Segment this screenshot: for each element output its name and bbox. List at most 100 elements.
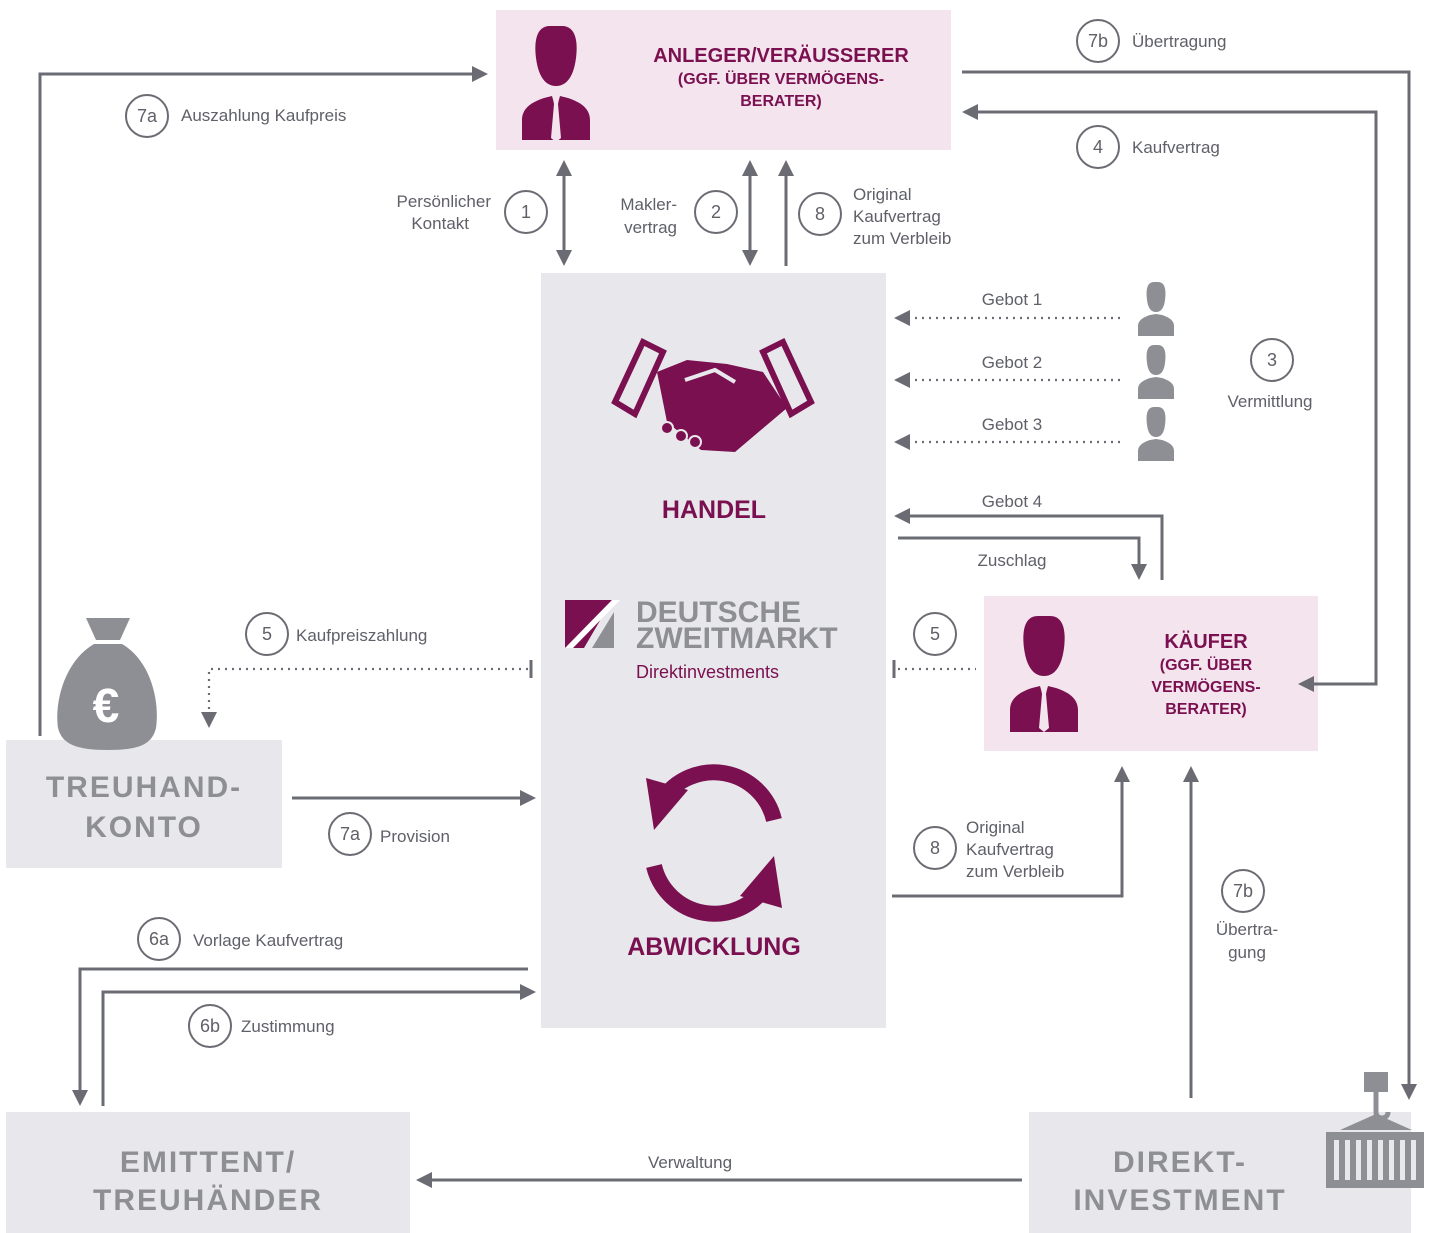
badge-3-text: 3 — [1267, 350, 1277, 370]
label-1-line2: Kontakt — [411, 214, 469, 233]
deutsche-zweitmarkt-logo: DEUTSCHE ZWEITMARKT Direktinvestments — [565, 596, 838, 682]
label-7b-bottom-line1: Übertra- — [1216, 920, 1278, 939]
badge-7b-top-text: 7b — [1088, 31, 1108, 51]
badge-7b-top — [1076, 19, 1120, 63]
label-1-line1: Persönlicher — [397, 192, 492, 211]
label-8-bottom-line3: zum Verbleib — [966, 862, 1064, 881]
bidder-2-icon — [1138, 345, 1174, 399]
emittent-line1: EMITTENT/ — [120, 1146, 296, 1179]
badge-8-bottom — [913, 826, 957, 870]
emittent-line2: TREUHÄNDER — [93, 1184, 323, 1217]
label-2-line1: Makler- — [620, 195, 677, 214]
direkt-line2: INVESTMENT — [1073, 1184, 1286, 1217]
treuhand-box — [6, 740, 282, 868]
arrow-gebot-3 — [894, 434, 1124, 450]
seller-title-line2: (GGF. ÜBER VERMÖGENS- — [678, 69, 884, 88]
badge-8-bottom-text: 8 — [930, 838, 940, 858]
arrow-verwaltung — [416, 1172, 1022, 1188]
logo-line3: Direktinvestments — [636, 662, 779, 682]
label-7b-top: Übertragung — [1132, 32, 1227, 51]
arrow-8-original-top — [778, 160, 794, 266]
label-8-top-line1: Original — [853, 185, 912, 204]
buyer-title-line1: KÄUFER — [1164, 630, 1248, 653]
direkt-title: DIREKT- INVESTMENT — [1073, 1146, 1286, 1217]
logo-line2: ZWEITMARKT — [636, 622, 838, 655]
emittent-title: EMITTENT/ TREUHÄNDER — [93, 1146, 323, 1217]
badge-7a-bottom — [328, 812, 372, 856]
arrow-5-right — [892, 660, 976, 678]
buyer-title-line3: VERMÖGENS- — [1151, 677, 1260, 696]
handel-label: HANDEL — [662, 496, 766, 524]
label-5-left: Kaufpreiszahlung — [296, 626, 427, 645]
treuhand-line2: KONTO — [85, 811, 203, 844]
arrow-1-kontakt — [556, 160, 572, 266]
arrow-2-maklervertrag — [742, 160, 758, 266]
badge-7b-bottom-text: 7b — [1233, 881, 1253, 901]
badge-8-top-text: 8 — [815, 204, 825, 224]
label-gebot-2: Gebot 2 — [982, 353, 1043, 372]
buyer-title-line2: (GGF. ÜBER — [1160, 655, 1253, 674]
label-verwaltung: Verwaltung — [648, 1153, 732, 1172]
label-8-top-line2: Kaufvertrag — [853, 207, 941, 226]
buyer-title: KÄUFER (GGF. ÜBER VERMÖGENS- BERATER) — [1151, 630, 1260, 718]
logo-line1: DEUTSCHE — [636, 596, 801, 629]
arrow-gebot-1 — [894, 310, 1124, 326]
label-6b: Zustimmung — [241, 1017, 335, 1036]
badge-7b-bottom — [1221, 869, 1265, 913]
badge-7a-top — [125, 94, 169, 138]
badge-5-right-text: 5 — [930, 624, 940, 644]
seller-title-line1: ANLEGER/VERÄUSSERER — [653, 44, 909, 67]
handshake-icon — [611, 337, 815, 452]
label-8-bottom-line1: Original — [966, 818, 1025, 837]
direkt-line1: DIREKT- — [1113, 1146, 1247, 1179]
badge-7a-top-text: 7a — [137, 106, 158, 126]
bidder-3-icon — [1138, 407, 1174, 461]
arrow-zuschlag — [898, 536, 1147, 580]
arrow-6a-vorlage — [72, 967, 528, 1106]
seller-title: ANLEGER/VERÄUSSERER (GGF. ÜBER VERMÖGENS… — [653, 44, 909, 110]
badge-5-left-text: 5 — [262, 624, 272, 644]
arrow-8-original-bottom — [892, 766, 1130, 898]
label-7a-top: Auszahlung Kaufpreis — [181, 106, 346, 125]
label-7b-bottom-line2: gung — [1228, 943, 1266, 962]
label-2-line2: vertrag — [624, 218, 677, 237]
badge-5-left — [245, 612, 289, 656]
label-zuschlag: Zuschlag — [978, 551, 1047, 570]
arrow-7a-provision — [292, 790, 536, 806]
arrow-gebot-2 — [894, 372, 1124, 388]
badge-6b-text: 6b — [200, 1016, 220, 1036]
badge-1-text: 1 — [521, 202, 531, 222]
treuhand-title: TREUHAND- KONTO — [46, 771, 242, 844]
money-bag-euro-icon: € — [57, 618, 157, 750]
arrow-6b-zustimmung — [101, 984, 536, 1106]
badge-6b — [188, 1004, 232, 1048]
label-8-bottom-line2: Kaufvertrag — [966, 840, 1054, 859]
label-gebot-4: Gebot 4 — [982, 492, 1043, 511]
label-6a: Vorlage Kaufvertrag — [193, 931, 343, 950]
badge-4 — [1076, 125, 1120, 169]
label-8-top-line3: zum Verbleib — [853, 229, 951, 248]
label-3: Vermittlung — [1227, 392, 1312, 411]
seller-title-line3: BERATER) — [740, 93, 821, 110]
label-4: Kaufvertrag — [1132, 138, 1220, 157]
label-gebot-3: Gebot 3 — [982, 415, 1043, 434]
svg-text:€: € — [93, 680, 120, 733]
badge-2-text: 2 — [711, 202, 721, 222]
label-7a-bottom: Provision — [380, 827, 450, 846]
treuhand-line1: TREUHAND- — [46, 771, 242, 804]
badge-6a-text: 6a — [149, 929, 170, 949]
container-crane-icon — [1326, 1072, 1424, 1188]
badge-2 — [694, 190, 738, 234]
badge-7a-bottom-text: 7a — [340, 824, 361, 844]
person-icon — [1010, 616, 1078, 732]
bidder-1-icon — [1138, 282, 1174, 336]
emittent-box — [6, 1112, 410, 1233]
badge-3 — [1250, 338, 1294, 382]
arrow-4-kaufvertrag — [962, 104, 1378, 692]
arrow-gebot-4 — [894, 508, 1164, 580]
badge-5-right — [913, 612, 957, 656]
refresh-icon — [646, 764, 782, 922]
badge-6a — [137, 917, 181, 961]
arrow-5-kaufpreiszahlung — [201, 660, 533, 728]
badge-8-top — [798, 192, 842, 236]
